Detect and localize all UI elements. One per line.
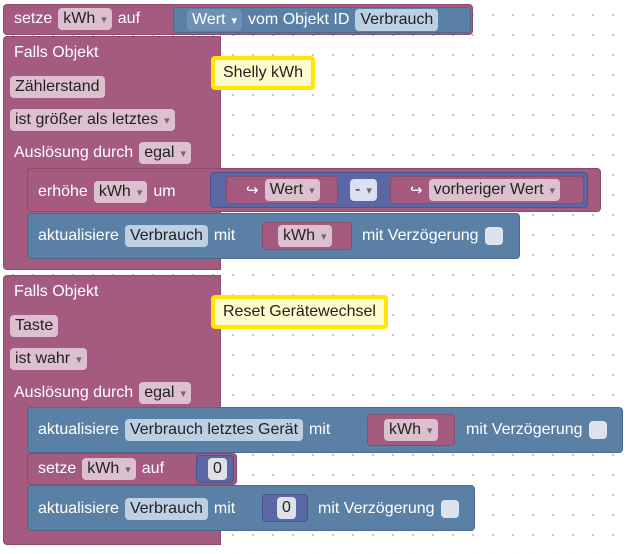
right-operand-row: ↪ vorheriger Wert	[410, 179, 566, 201]
comment-bubble-shelly[interactable]: Shelly kWh	[211, 56, 316, 90]
update1-row: aktualisiere Verbrauch mit	[38, 225, 241, 247]
delay-label: mit Verzögerung	[466, 421, 583, 438]
left-operand-dropdown[interactable]: Wert	[264, 179, 320, 201]
return-arrow-icon: ↪	[246, 182, 259, 199]
set-variable-row: setze kWh auf	[14, 8, 146, 30]
trigger1-object-row: Zählerstand	[10, 76, 111, 98]
trigger1-trigger-label: Auslösung durch	[14, 144, 134, 161]
trigger1-trigger-dropdown[interactable]: egal	[139, 142, 191, 164]
delay-label: mit Verzögerung	[318, 500, 435, 517]
update-object-field[interactable]: Verbrauch	[124, 225, 208, 247]
with-label: mit	[213, 500, 236, 517]
trigger2-object-field[interactable]: Taste	[10, 315, 59, 337]
to-label: auf	[141, 460, 165, 477]
update3-delay-row: mit Verzögerung	[318, 500, 465, 518]
number-field[interactable]: 0	[208, 458, 227, 480]
trigger1-title: Falls Objekt	[14, 44, 99, 61]
trigger2-trigger-dropdown[interactable]: egal	[139, 382, 191, 404]
update3-row: aktualisiere Verbrauch mit	[38, 498, 241, 520]
update2-row: aktualisiere Verbrauch letztes Gerät mit	[38, 419, 336, 441]
update-label: aktualisiere	[38, 500, 119, 517]
left-operand-row: ↪ Wert	[246, 179, 326, 201]
trigger1-condition-row: ist größer als letztes	[10, 109, 181, 131]
set2-value-row: 0	[208, 458, 233, 480]
trigger2-object-row: Taste	[10, 315, 64, 337]
set-variable-dropdown[interactable]: kWh	[82, 458, 136, 480]
update-label: aktualisiere	[38, 421, 119, 438]
trigger2-condition-row: ist wahr	[10, 348, 93, 370]
update-variable-dropdown[interactable]: kWh	[384, 419, 438, 441]
update1-var-row: kWh	[278, 225, 338, 247]
delay-checkbox[interactable]	[484, 227, 503, 245]
return-arrow-icon: ↪	[410, 182, 423, 199]
right-operand-dropdown[interactable]: vorheriger Wert	[428, 179, 561, 201]
delay-checkbox[interactable]	[440, 500, 459, 518]
operator-dropdown[interactable]: -	[350, 179, 377, 201]
trigger1-trigger-row: Auslösung durch egal	[14, 142, 197, 164]
update-object-field[interactable]: Verbrauch letztes Gerät	[124, 419, 304, 441]
increase-label: erhöhe	[38, 183, 88, 200]
with-label: mit	[309, 421, 331, 438]
update2-var-row: kWh	[384, 419, 444, 441]
from-object-label: vom Objekt ID	[248, 11, 350, 28]
with-label: mit	[213, 227, 236, 244]
to-label: auf	[117, 10, 141, 27]
operator-row: -	[350, 179, 383, 201]
set-label: setze	[38, 460, 77, 477]
object-id-field[interactable]: Verbrauch	[355, 9, 439, 31]
update2-delay-row: mit Verzögerung	[466, 421, 613, 439]
comment-bubble-reset[interactable]: Reset Gerätewechsel	[211, 295, 388, 329]
value-attribute-dropdown[interactable]: Wert	[187, 9, 243, 31]
number-field[interactable]: 0	[277, 497, 296, 519]
update1-delay-row: mit Verzögerung	[362, 227, 509, 245]
trigger2-title: Falls Objekt	[14, 283, 99, 300]
set-label: setze	[14, 10, 53, 27]
by-label: um	[153, 183, 176, 200]
update-label: aktualisiere	[38, 227, 119, 244]
trigger1-condition-dropdown[interactable]: ist größer als letztes	[10, 109, 175, 131]
get-value-row: Wert vom Objekt ID Verbrauch	[187, 9, 444, 31]
set2-row: setze kWh auf	[38, 458, 170, 480]
delay-label: mit Verzögerung	[362, 227, 479, 244]
trigger2-condition-dropdown[interactable]: ist wahr	[10, 348, 87, 370]
update-variable-dropdown[interactable]: kWh	[278, 225, 332, 247]
trigger2-title-row: Falls Objekt	[14, 283, 104, 301]
increase-variable-dropdown[interactable]: kWh	[93, 181, 148, 203]
trigger2-trigger-label: Auslösung durch	[14, 384, 134, 401]
increase-row: erhöhe kWh um	[38, 181, 182, 203]
variable-dropdown[interactable]: kWh	[58, 8, 112, 30]
trigger1-title-row: Falls Objekt	[14, 44, 104, 62]
delay-checkbox[interactable]	[588, 421, 607, 439]
trigger2-trigger-row: Auslösung durch egal	[14, 382, 197, 404]
update-block-3[interactable]	[27, 485, 475, 531]
update3-value-row: 0	[277, 497, 302, 519]
trigger1-object-field[interactable]: Zählerstand	[10, 76, 105, 98]
update-object-field[interactable]: Verbrauch	[124, 498, 208, 520]
